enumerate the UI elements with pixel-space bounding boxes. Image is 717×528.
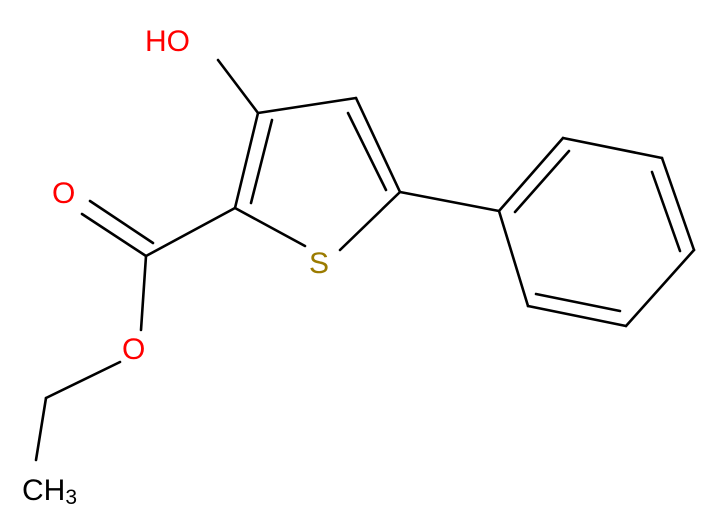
phenyl-bond-5-inner	[534, 292, 622, 313]
bond-cester-o-double-1	[80, 212, 148, 258]
bond-c5-phenyl	[398, 190, 501, 213]
methyl-text: CH	[22, 474, 65, 507]
phenyl-bond-2	[561, 136, 664, 160]
phenyl-bond-6	[497, 209, 530, 308]
hydroxyl-label: HO	[145, 25, 190, 58]
bond-c4-c5-inner	[346, 111, 388, 192]
phenyl-bond-1	[497, 136, 565, 213]
phenyl-bond-3-inner	[650, 170, 682, 253]
bond-ch2-ch3	[34, 396, 48, 462]
bond-c3-oh	[216, 58, 260, 115]
bond-cester-o-double-2	[88, 199, 155, 245]
carbonyl-oxygen-label: O	[52, 177, 75, 210]
methyl-subscript: 3	[65, 486, 77, 509]
bond-c2-c3	[233, 111, 260, 210]
bond-cester-oester	[139, 254, 148, 332]
bond-c3-c4	[256, 96, 358, 115]
phenyl-bond-4	[624, 248, 696, 328]
bond-c2-c3-inner	[249, 118, 274, 205]
methyl-label: CH3	[22, 474, 77, 509]
bond-c2-cester	[144, 206, 237, 258]
bond-c5-s	[338, 190, 402, 252]
sulfur-label: S	[309, 247, 329, 280]
phenyl-bond-5	[526, 304, 628, 328]
bond-c4-c5	[354, 96, 402, 194]
phenyl-bond-1-inner	[513, 149, 571, 214]
ester-oxygen-label: O	[122, 333, 145, 366]
bond-oester-ch2	[44, 360, 122, 400]
phenyl-bond-3	[660, 156, 696, 252]
bond-s-c2	[233, 206, 307, 248]
